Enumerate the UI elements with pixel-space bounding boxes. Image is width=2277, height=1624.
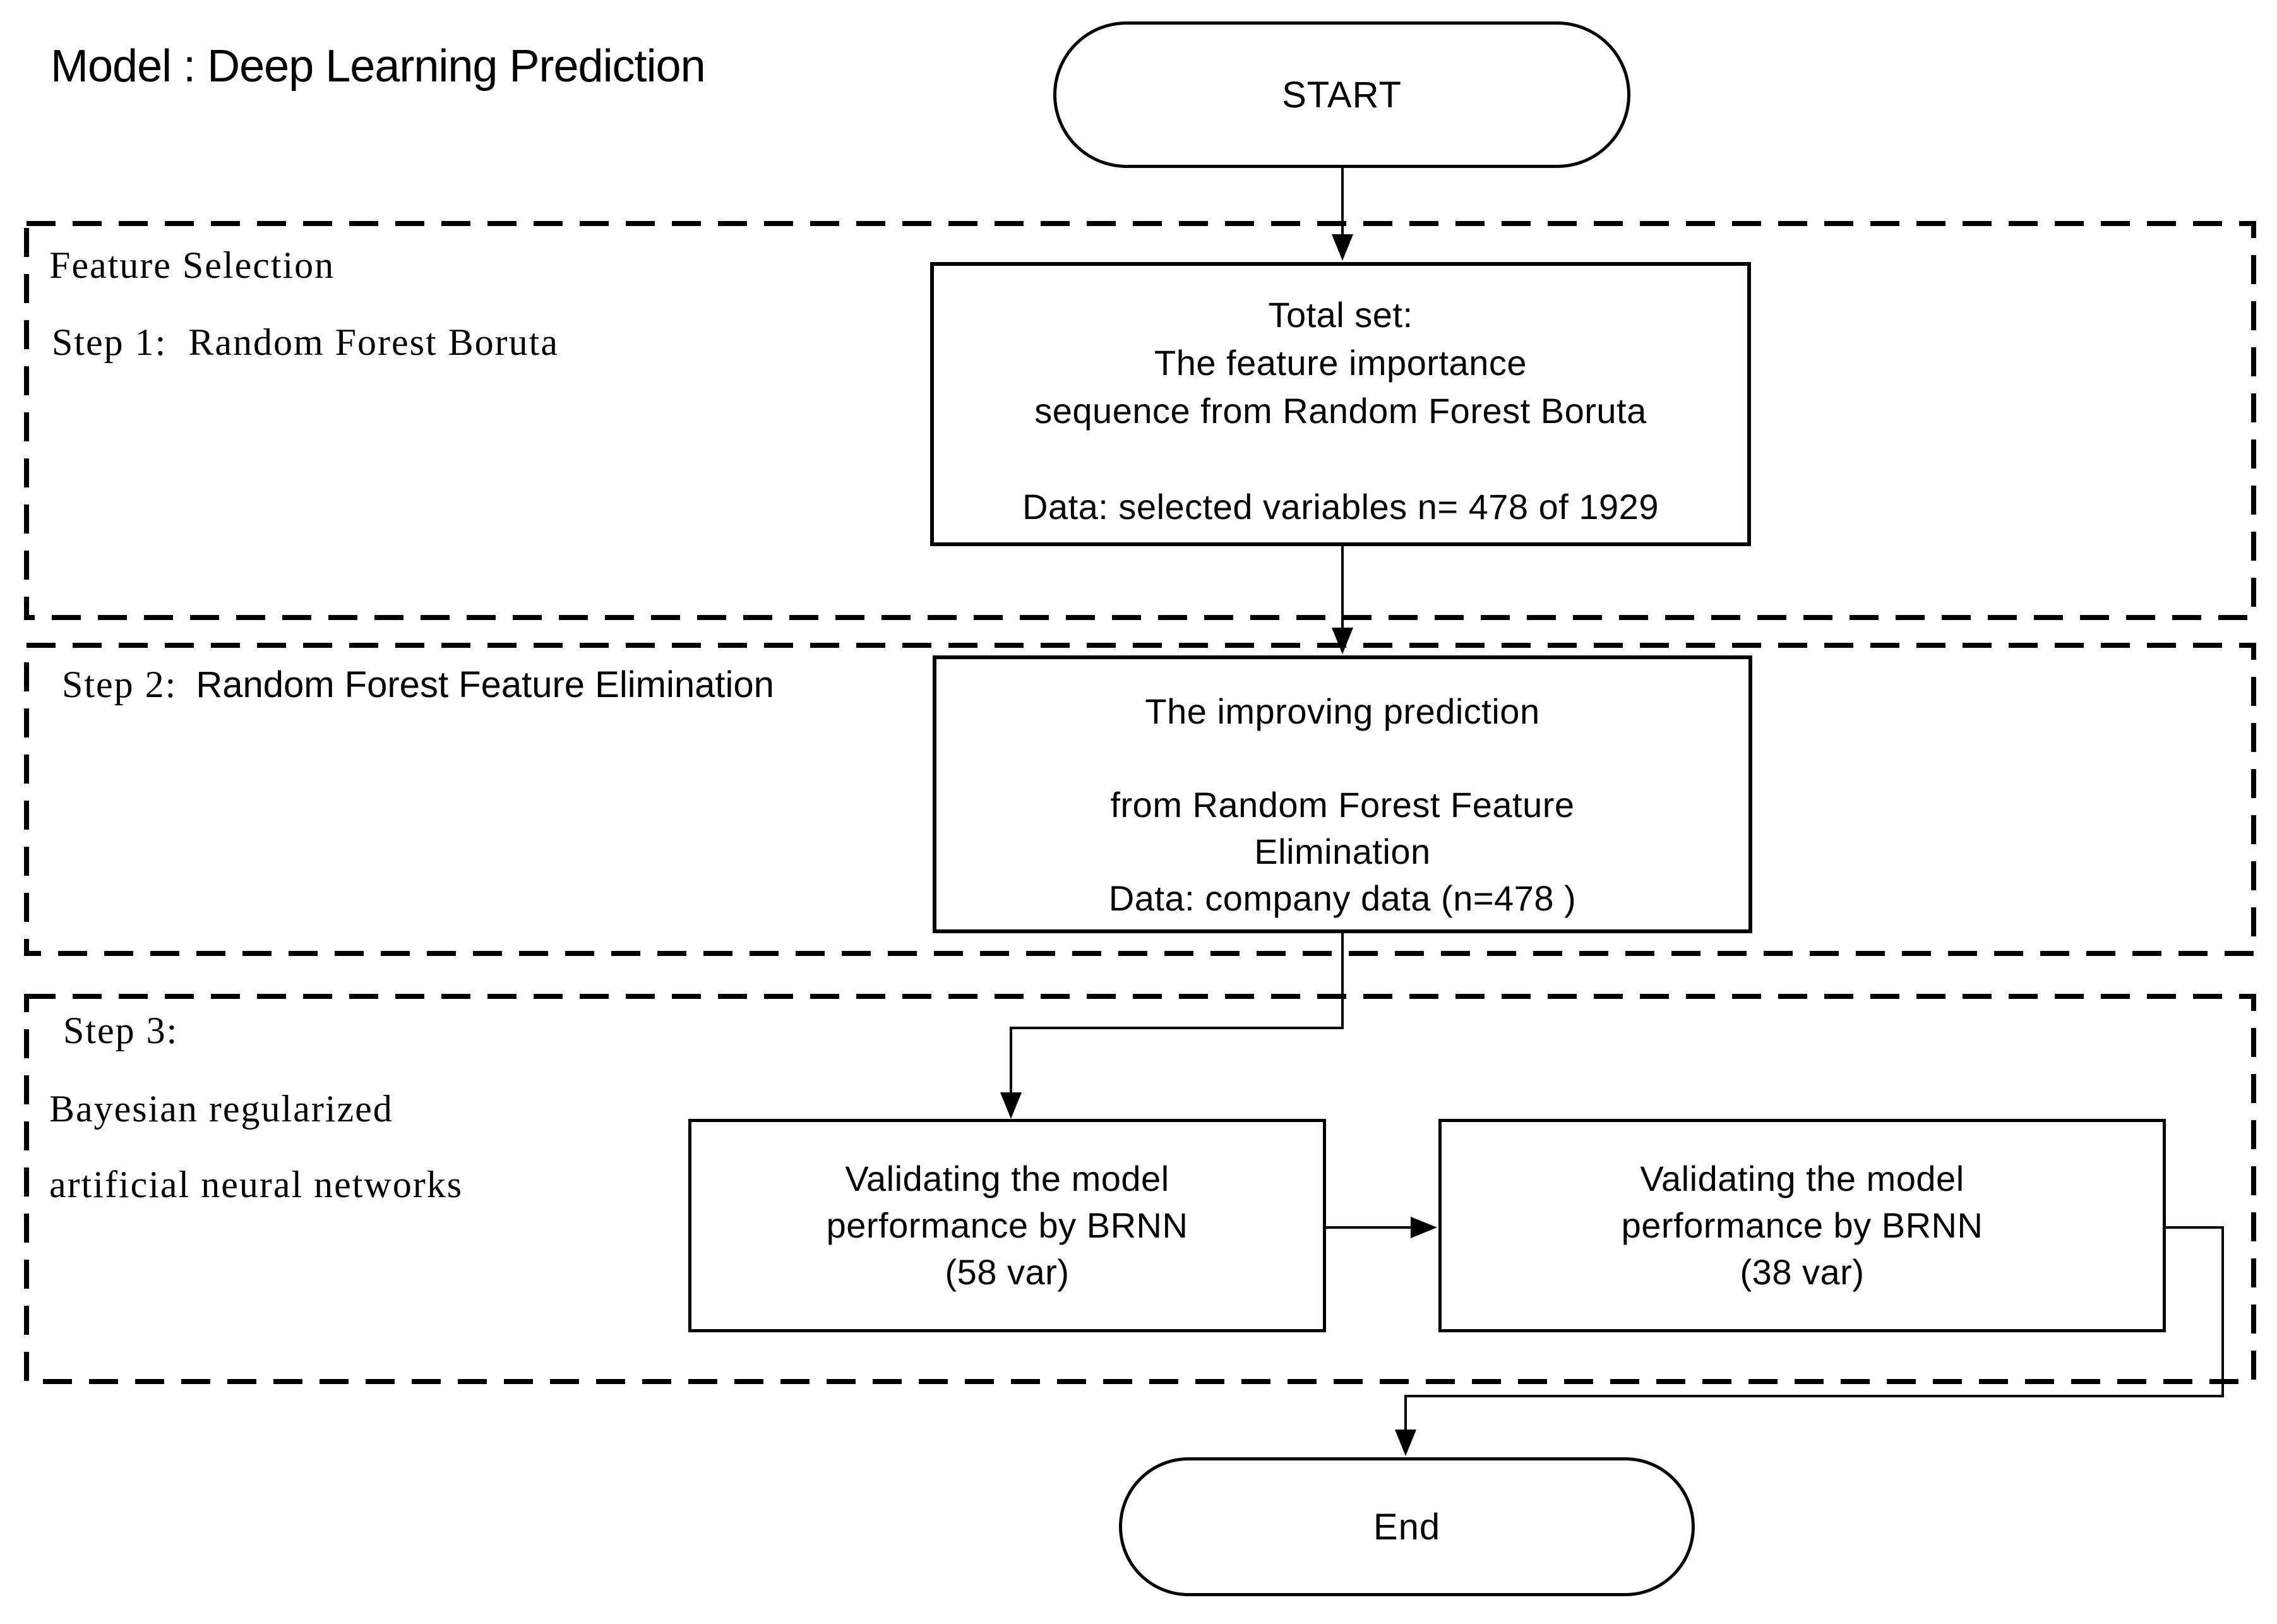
region-step2-label: Step 2: Random Forest Feature Elimination — [62, 663, 774, 707]
end-node-label: End — [1373, 1506, 1441, 1548]
start-node: START — [1053, 21, 1630, 168]
step2-name: Random Forest Feature Elimination — [196, 664, 774, 705]
process-line: sequence from Random Forest Boruta — [1034, 391, 1647, 431]
process-line: performance by BRNN — [1621, 1205, 1983, 1245]
connector-brnn2-to-end — [1404, 1226, 2224, 1433]
region-step1-label: Step 1: Random Forest Boruta — [52, 321, 559, 364]
process-line: Elimination — [1254, 832, 1431, 871]
process-total-set: Total set: The feature importance sequen… — [930, 262, 1751, 546]
process-line — [934, 435, 1747, 483]
region-step2-border — [24, 643, 2256, 956]
step1-name: Random Forest Boruta — [188, 321, 559, 363]
process-line: Validating the model — [1640, 1159, 1964, 1198]
region-step3-line2: artificial neural networks — [49, 1164, 463, 1205]
process-line: Validating the model — [845, 1159, 1169, 1198]
start-node-label: START — [1282, 74, 1402, 116]
process-brnn-58var: Validating the model performance by BRNN… — [688, 1119, 1326, 1332]
process-line: from Random Forest Feature — [1110, 785, 1575, 825]
page-title: Model : Deep Learning Prediction — [51, 41, 706, 92]
process-line: performance by BRNN — [826, 1205, 1188, 1245]
process-line: (38 var) — [1740, 1252, 1865, 1292]
process-line: Total set: — [1268, 295, 1413, 335]
arrowhead-into-total — [1332, 234, 1353, 261]
arrowhead-into-brnn2 — [1411, 1217, 1437, 1238]
process-line: Data: selected variables n= 478 of 1929 — [1022, 487, 1659, 527]
process-line — [936, 735, 1748, 782]
region-step1-heading: Feature Selection — [49, 244, 335, 286]
step1-prefix: Step 1: — [52, 321, 167, 363]
process-brnn-38var: Validating the model performance by BRNN… — [1438, 1119, 2166, 1332]
arrowhead-into-end — [1395, 1430, 1416, 1456]
region-step3-label: Step 3: — [63, 1010, 179, 1051]
process-improving-prediction: The improving prediction from Random For… — [933, 655, 1752, 933]
connector-improve-to-brnn1 — [1010, 933, 1344, 1096]
process-line: The improving prediction — [1145, 691, 1540, 731]
region-step3-line1: Bayesian regularized — [49, 1088, 393, 1130]
step2-prefix: Step 2: — [62, 664, 177, 705]
region-step1-border — [24, 221, 2256, 620]
end-node: End — [1119, 1457, 1695, 1596]
process-line: (58 var) — [945, 1252, 1070, 1292]
arrowhead-into-improve — [1332, 628, 1353, 654]
region-step3-border — [24, 994, 2256, 1384]
arrowhead-into-brnn1 — [1000, 1092, 1022, 1119]
process-line: The feature importance — [1154, 343, 1527, 383]
process-line: Data: company data (n=478 ) — [1108, 878, 1577, 918]
